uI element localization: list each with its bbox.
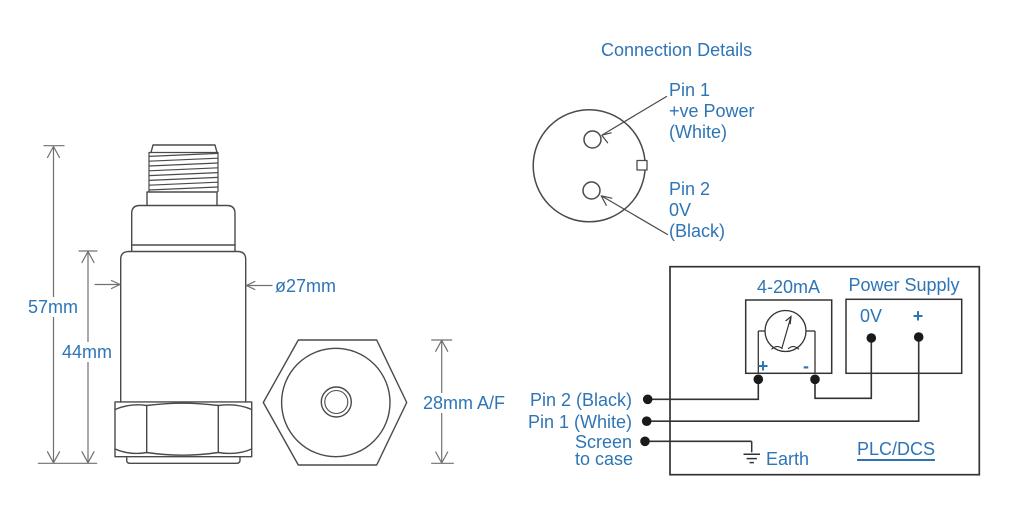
bottom-flange — [126, 456, 241, 464]
pin1-wire-color: (White) — [669, 122, 727, 142]
meter-dial — [764, 309, 807, 353]
meter-range-label: 4-20mA — [756, 277, 821, 297]
meter-needle — [781, 315, 792, 349]
pin1-hole — [583, 130, 602, 149]
dim-label-diameter: ø27mm — [275, 276, 337, 296]
screen-wire-dot — [640, 436, 650, 447]
connector-neck — [146, 191, 218, 207]
meter-minus-label: - — [803, 356, 809, 376]
ps-plus-label: + — [912, 306, 924, 326]
dim-label-hex-af: 28mm A/F — [417, 393, 511, 413]
ps-0v-label: 0V — [859, 306, 883, 326]
pin2-wire-label: Pin 2 (Black) — [529, 390, 632, 410]
connection-details-title: Connection Details — [601, 40, 753, 60]
earth-symbol — [743, 441, 760, 464]
pin2-pointer-arrow — [600, 195, 669, 236]
hex-inscribed-circle — [280, 347, 391, 458]
earth-label: Earth — [766, 449, 810, 469]
ps-0v-terminal — [866, 333, 877, 343]
pin2-wire-color: (Black) — [669, 221, 726, 241]
pin1-wire-label: Pin 1 (White) — [527, 412, 632, 432]
meter-plus-terminal — [753, 374, 764, 385]
meter-plus-label: + — [757, 356, 769, 376]
pin2-name: Pin 2 — [669, 179, 711, 199]
pin2-label-block: Pin 2 0V (Black) — [669, 179, 725, 242]
meter-minus-terminal — [810, 374, 820, 385]
pin1-pointer-arrow — [601, 95, 668, 144]
sensor-body — [120, 250, 247, 403]
hex-base-side — [114, 401, 253, 458]
hex-end-view — [262, 339, 408, 466]
keyway-notch — [636, 159, 648, 171]
connector-circle — [532, 109, 646, 223]
hexagon-outline — [262, 339, 408, 466]
plc-dcs-label: PLC/DCS — [857, 439, 936, 461]
terminal-dots — [640, 332, 924, 447]
sensor-side-view — [114, 144, 253, 464]
pin1-name: Pin 1 — [669, 80, 711, 100]
meter-scale-arcs — [771, 345, 800, 350]
dim-label-44mm: 44mm — [59, 342, 115, 362]
connector-face — [532, 95, 669, 236]
center-hole-outer — [320, 386, 352, 418]
plc-dcs-box — [669, 265, 981, 476]
connector-housing — [131, 204, 236, 252]
screen-label-line2: to case — [574, 449, 633, 469]
pin1-wire-dot — [641, 416, 652, 427]
pin2-hole — [582, 181, 601, 200]
center-hole-inner — [324, 389, 349, 415]
pin1-label-block: Pin 1 +ve Power (White) — [669, 80, 755, 143]
wiring-diagram — [640, 265, 981, 476]
meter-box — [744, 299, 833, 375]
wire-ps-plus-to-pin1 — [646, 337, 920, 422]
power-supply-box — [845, 298, 963, 375]
dim-label-57mm: 57mm — [26, 297, 80, 317]
ps-plus-terminal — [913, 332, 924, 342]
power-supply-label: Power Supply — [848, 275, 960, 295]
pin2-function: 0V — [669, 200, 692, 220]
pin1-function: +ve Power — [669, 101, 755, 121]
analog-meter — [757, 309, 816, 374]
threads — [148, 151, 219, 193]
screen-label-line1: Screen — [574, 432, 632, 452]
dim-diameter — [94, 279, 273, 291]
pin2-wire-dot — [642, 394, 653, 405]
wire-pin2-to-meter-plus — [647, 379, 760, 401]
wire-meter-minus-to-0v — [814, 338, 873, 400]
thread-top-cap — [150, 144, 218, 154]
loop-wires — [645, 337, 920, 443]
